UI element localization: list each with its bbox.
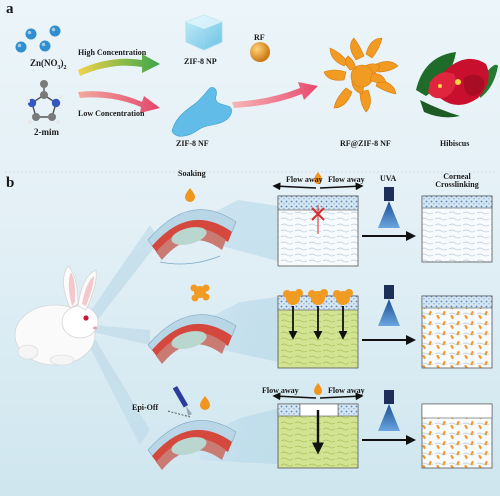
result-box-row2 [421, 295, 493, 369]
zif8-nf-label: ZIF-8 NF [176, 139, 209, 148]
uva-label: UVA [380, 174, 397, 183]
rabbit-illustration [14, 265, 99, 366]
panel-b-label: b [6, 175, 15, 191]
zif8-nf-flake [171, 87, 232, 137]
2-mim-atoms [26, 80, 63, 124]
scalpel-icon [172, 385, 192, 416]
high-concentration-label: High Concentration [78, 48, 147, 57]
rf-drop-icon-1 [185, 188, 195, 202]
uva-lamp-row1 [378, 187, 400, 228]
result-box-row1 [421, 195, 493, 263]
zif8-np-label: ZIF-8 NP [184, 57, 217, 66]
rf-zif8-nf-flower [323, 37, 399, 113]
zn-subscript-2: 2 [63, 64, 67, 71]
eye-cross-section-2 [147, 314, 237, 364]
penetration-arrows-row2 [288, 306, 348, 340]
hibiscus-flower [416, 52, 498, 118]
loading-arrow [232, 82, 318, 108]
panel-a-label: a [6, 1, 14, 17]
2-mim-label: 2-mim [34, 127, 59, 137]
corneal-crosslinking-line2: Crosslinking [435, 180, 479, 190]
flow-away-label-row3-left: Flow away [262, 386, 299, 395]
rf-drop-row1 [314, 172, 322, 184]
zn-subscript-3: 3 [57, 64, 61, 71]
result-box-row3 [421, 403, 493, 469]
eye-cross-section-3 [147, 420, 237, 470]
corneal-crosslinking-label: Corneal Crosslinking [424, 172, 490, 190]
zn-close-paren: ) [60, 58, 64, 68]
uva-lamp-row2 [378, 285, 400, 326]
corneal-crosslinking-line1: Corneal [443, 172, 471, 181]
zn-formula-text: Zn(NO [30, 58, 58, 68]
blocked-penetration-marker [311, 205, 325, 234]
rabbit-eye-rays [86, 225, 160, 445]
flow-away-label-row3-right: Flow away [328, 386, 365, 395]
eye-cross-section-1 [147, 209, 237, 265]
rf-drop-icon-3 [200, 396, 210, 410]
epi-off-label: Epi-Off [132, 403, 159, 412]
flow-away-label-row1-right: Flow away [328, 175, 365, 184]
hibiscus-label: Hibiscus [440, 139, 470, 148]
nf-particles-row2 [283, 289, 353, 305]
zn-nitrate-label: Zn(NO3)2 [30, 58, 67, 71]
soaking-label: Soaking [178, 169, 206, 178]
uva-lamp-row3 [378, 390, 400, 431]
rf-sphere [250, 42, 270, 62]
flow-away-label-row1-left: Flow away [286, 175, 323, 184]
low-concentration-arrow [78, 91, 160, 113]
rf-drop-row3 [314, 383, 322, 395]
rf-label: RF [254, 33, 265, 42]
high-concentration-arrow [78, 54, 160, 76]
rf-zif8-nf-label: RF@ZIF-8 NF [340, 139, 391, 148]
rf-zif8-nf-icon-eye-2 [190, 284, 210, 302]
zif8-np-crystal [185, 14, 223, 51]
low-concentration-label: Low Concentration [78, 109, 145, 118]
